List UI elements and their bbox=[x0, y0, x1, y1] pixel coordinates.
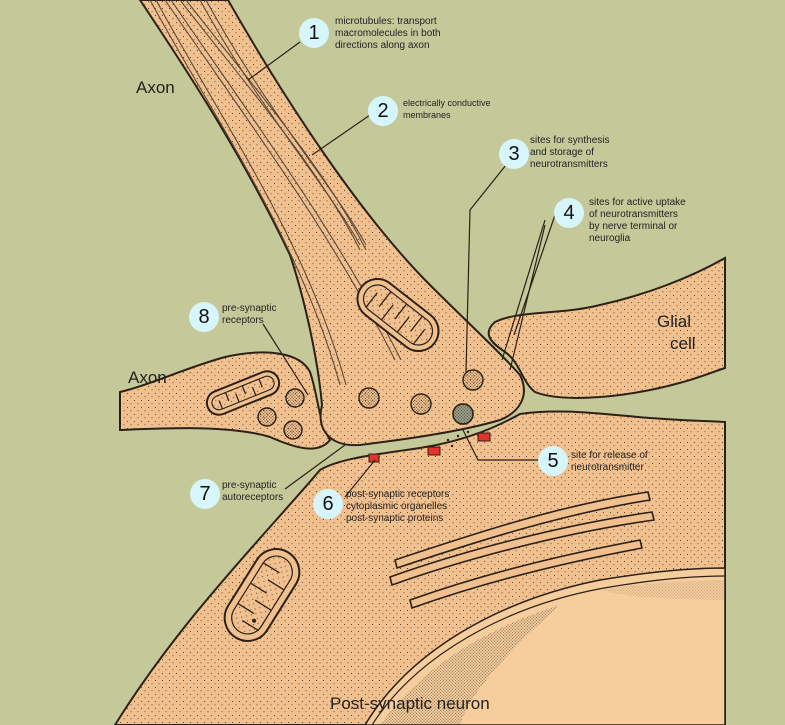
synaptic-vesicles bbox=[257, 369, 484, 440]
callout-6-line-3: post-synaptic proteins bbox=[346, 513, 444, 524]
nucleus bbox=[364, 567, 726, 725]
callout-8-text: pre-synaptic receptors bbox=[222, 303, 276, 327]
callout-7-line-1: pre-synaptic bbox=[222, 480, 277, 491]
callout-4-text: sites for active uptake of neurotransmit… bbox=[589, 197, 686, 245]
callout-4-line-2: of neurotransmitters bbox=[589, 209, 678, 220]
callout-8-line-1: pre-synaptic bbox=[222, 303, 277, 314]
callout-5-line-2: neurotransmitter bbox=[571, 462, 644, 473]
callout-1-line-3: directions along axon bbox=[335, 40, 430, 51]
callout-5-line-1: site for release of bbox=[571, 450, 648, 461]
callout-2-line-1: electrically conductive bbox=[403, 98, 491, 108]
post-synaptic-neuron-label: Post-synaptic neuron bbox=[330, 694, 490, 713]
callout-7-line-2: autoreceptors bbox=[222, 492, 284, 503]
callout-3-line-3: neurotransmitters bbox=[530, 159, 608, 170]
callout-1-text: microtubules: transport macromolecules i… bbox=[335, 16, 441, 52]
callout-3-line-1: sites for synthesis bbox=[530, 135, 610, 146]
callout-3-line-2: and storage of bbox=[530, 147, 594, 158]
mitochondrion-post-synaptic bbox=[223, 548, 301, 642]
mitochondrion-terminal bbox=[356, 277, 440, 353]
callout-4-line-4: neuroglia bbox=[589, 233, 631, 244]
callout-3-badge: 3 bbox=[499, 139, 529, 169]
callout-7-badge: 7 bbox=[190, 479, 220, 509]
callout-2-line-2: membranes bbox=[403, 110, 451, 120]
callout-4-badge: 4 bbox=[554, 198, 584, 228]
released-transmitter bbox=[446, 430, 470, 448]
callout-6-line-1: post-synaptic receptors bbox=[346, 489, 450, 500]
callout-1-line-1: microtubules: transport bbox=[335, 16, 437, 27]
callout-2-text: electrically conductive membranes bbox=[403, 97, 491, 121]
callout-4-line-3: by nerve terminal or bbox=[589, 221, 678, 232]
mitochondrion-left-axon bbox=[205, 370, 281, 416]
axon-left-label: Axon bbox=[128, 368, 167, 387]
callout-5-badge: 5 bbox=[538, 446, 568, 476]
callout-1-badge: 1 bbox=[299, 18, 329, 48]
callout-1-line-2: macromolecules in both bbox=[335, 28, 441, 39]
callout-5-text: site for release of neurotransmitter bbox=[571, 450, 648, 474]
callout-2-badge: 2 bbox=[368, 96, 398, 126]
callout-6-line-2: cytoplasmic organelles bbox=[346, 501, 448, 512]
endoplasmic-reticulum bbox=[389, 491, 655, 610]
callout-4-line-1: sites for active uptake bbox=[589, 197, 686, 208]
callout-6-text: post-synaptic receptors cytoplasmic orga… bbox=[346, 489, 449, 525]
glial-label-line1: Glial bbox=[657, 312, 692, 331]
callout-8-badge: 8 bbox=[189, 302, 219, 332]
leader-lines bbox=[247, 41, 556, 498]
receptors bbox=[368, 432, 491, 463]
callout-3-text: sites for synthesis and storage of neuro… bbox=[530, 135, 609, 171]
callout-7-text: pre-synaptic autoreceptors bbox=[222, 480, 283, 504]
axon-top-label: Axon bbox=[136, 78, 175, 97]
glial-label-line2: cell bbox=[670, 334, 696, 353]
callout-6-badge: 6 bbox=[313, 489, 343, 519]
callout-8-line-2: receptors bbox=[222, 315, 264, 326]
